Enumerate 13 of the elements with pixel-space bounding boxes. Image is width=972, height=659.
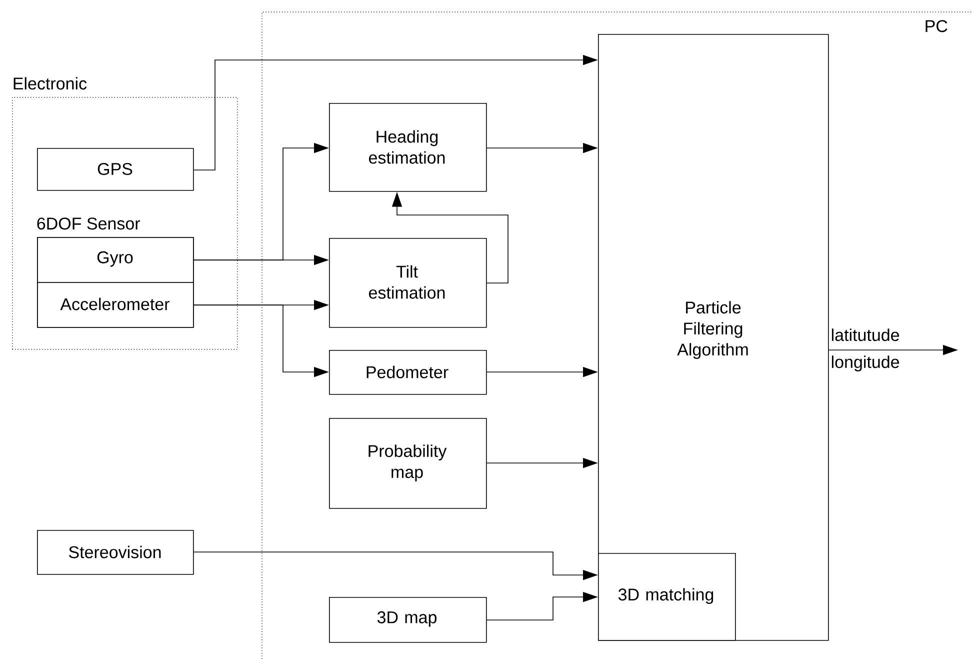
edge-label: latitutude longitude	[832, 328, 900, 372]
process-box: GPS	[37, 148, 194, 191]
node-label: 6DOF Sensor	[37, 218, 140, 230]
process-box: 3D map	[329, 597, 487, 643]
process-box: Pedometer	[329, 350, 487, 395]
process-box: Probability map	[329, 418, 487, 509]
node-label: Electronic	[14, 77, 87, 90]
process-box: Stereovision	[37, 530, 194, 575]
process-box: Heading estimation	[329, 103, 487, 192]
process-box: 3D matching	[598, 553, 736, 641]
process-box: Gyro	[37, 237, 194, 283]
process-box: Tilt estimation	[329, 238, 487, 328]
process-box: Accelerometer	[37, 282, 194, 328]
